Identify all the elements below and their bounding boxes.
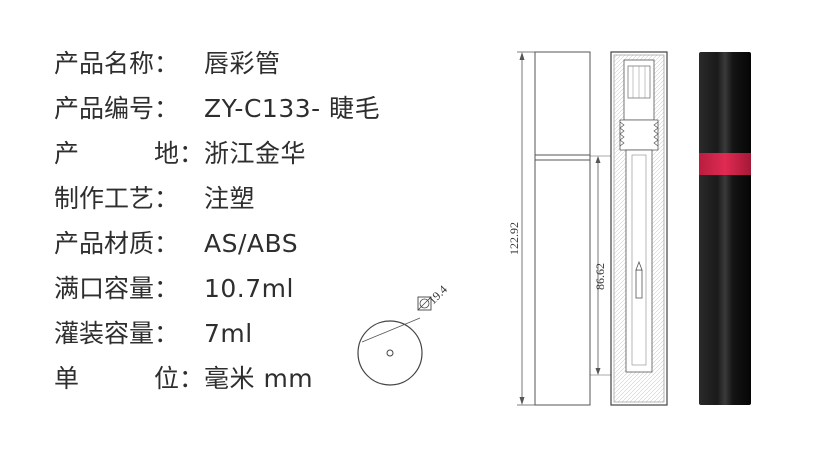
spec-value: 10.7ml [204,274,294,303]
inner-height-label: 86.62 [593,263,607,290]
tube-band [699,153,751,175]
spec-value: 浙江金华 [204,139,307,168]
side-view-outline: 122.92 [507,51,591,406]
spec-label: 产地： [54,139,204,168]
spec-value: ZY-C133- 睫毛 [204,94,381,123]
spec-value: 注塑 [204,184,256,213]
spec-row-unit: 单位：毫米 mm [54,362,313,396]
spec-row-material: 产品材质： AS/ABS [54,227,298,261]
top-view: 19.4 [357,282,450,386]
spec-label: 单位： [54,364,204,393]
product-tube-render [699,52,751,405]
diameter-symbol-icon [417,296,432,311]
spec-row-fill-capacity: 灌装容量： 7ml [54,317,253,351]
spec-value: 7ml [204,319,253,348]
spec-value: AS/ABS [204,229,299,258]
spec-label: 产品材质： [54,229,180,258]
diameter-leader [361,317,421,343]
spec-row-code: 产品编号： ZY-C133- 睫毛 [54,92,380,126]
spec-label: 满口容量： [54,274,180,303]
spec-row-origin: 产地：浙江金华 [54,137,306,171]
spec-label: 产品名称： [54,49,180,78]
spec-row-process: 制作工艺： 注塑 [54,182,255,216]
spec-row-full-capacity: 满口容量： 10.7ml [54,272,294,306]
spec-label: 制作工艺： [54,184,180,213]
height-label: 122.92 [507,222,521,255]
spec-row-name: 产品名称： 唇彩管 [54,47,281,81]
spec-label: 灌装容量： [54,319,180,348]
spec-value: 唇彩管 [204,49,281,78]
spec-value: 毫米 mm [204,364,314,393]
cross-section-view: 86.62 [590,51,668,406]
spec-label: 产品编号： [54,94,180,123]
tube-body [699,52,751,405]
